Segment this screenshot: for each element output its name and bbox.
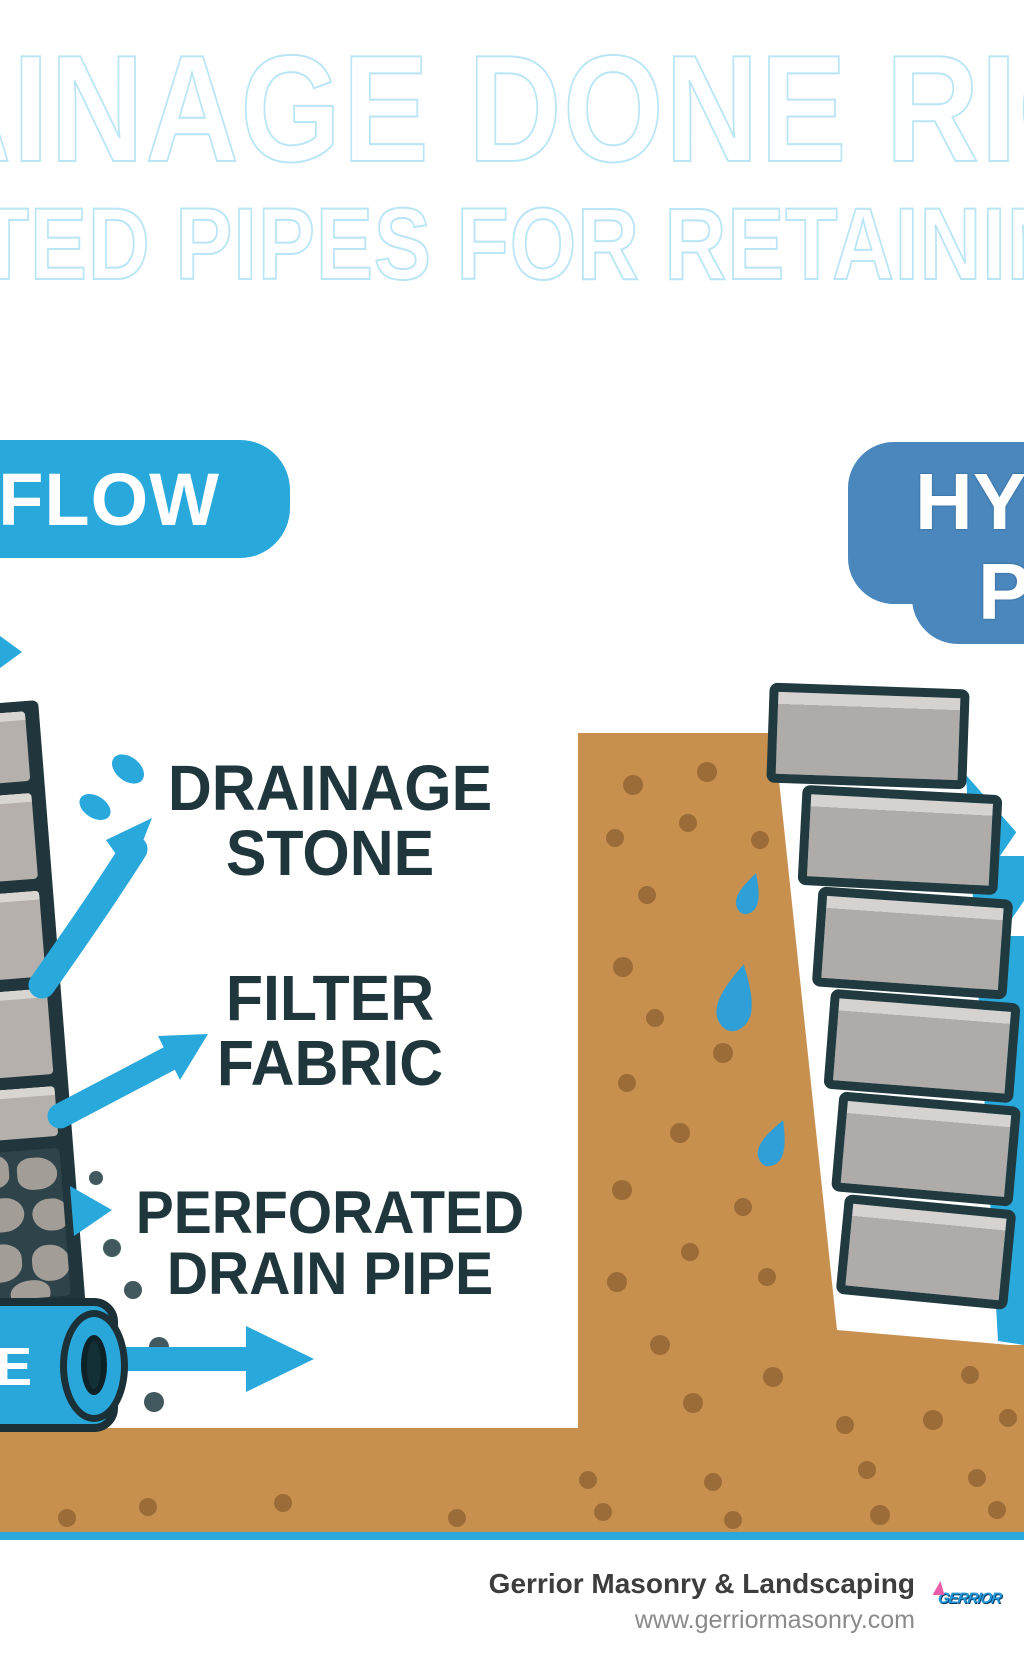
- filter-fabric-line1: FILTER: [225, 962, 435, 1034]
- water-flow-badge: WATER FLOW: [0, 440, 290, 558]
- water-drop-icon: [79, 794, 111, 820]
- soil-specks-icon: [58, 762, 1017, 1529]
- company-name: Gerrior Masonry & Landscaping: [488, 1568, 915, 1599]
- drainage-stone-line1: DRAINAGE: [167, 752, 493, 824]
- pipe-hole: [81, 1335, 107, 1395]
- drainage-stone-arrow-icon: [28, 835, 148, 999]
- headline-line2: PERFORATED PIPES FOR RETAINING WALLS: [0, 186, 1024, 302]
- headline-line1: DRAINAGE DONE RIGHT: [0, 23, 1024, 195]
- filter-fabric-line2: FABRIC: [216, 1027, 444, 1100]
- drain-pipe-arrow-icon: [70, 1186, 112, 1236]
- water-drop-icon: [112, 754, 144, 784]
- logo-text: GERRIOR: [936, 1590, 1003, 1607]
- outflow-arrow-head: [246, 1326, 314, 1392]
- soil-water-drops-icon: [716, 873, 785, 1167]
- perforated-line2: DRAIN PIPE: [166, 1240, 494, 1308]
- filter-fabric-arrow-head-icon: [158, 1034, 208, 1080]
- footer-divider: [0, 1532, 1024, 1540]
- perforated-drain-pipe-label: PERFORATED DRAIN PIPE: [112, 1179, 549, 1308]
- filter-fabric-label: FILTER FABRIC: [159, 962, 501, 1100]
- drainage-stone-arrow-head-icon: [106, 818, 152, 874]
- pressure-label: PRESSURE: [977, 547, 1024, 636]
- gerrior-logo: GERRIOR: [937, 1590, 1002, 1607]
- ground-strip: [0, 1428, 580, 1536]
- pipe-label: PIPE: [0, 1337, 32, 1397]
- hydrostatic-pressure-badge-lobe: [912, 442, 1024, 644]
- arrow-fragment-icon: [0, 636, 22, 668]
- filter-fabric-arrow-icon: [47, 1042, 189, 1129]
- perforated-line1: PERFORATED: [135, 1179, 525, 1246]
- hydrostatic-label: HYDROSTATIC: [915, 457, 1024, 546]
- water-flow-label: WATER FLOW: [0, 457, 221, 541]
- website-url: www.gerriormasonry.com: [634, 1606, 915, 1634]
- drainage-stone-line2: STONE: [225, 817, 435, 890]
- pipe-opening: [60, 1310, 128, 1422]
- drainage-stone-label: DRAINAGE STONE: [150, 752, 511, 890]
